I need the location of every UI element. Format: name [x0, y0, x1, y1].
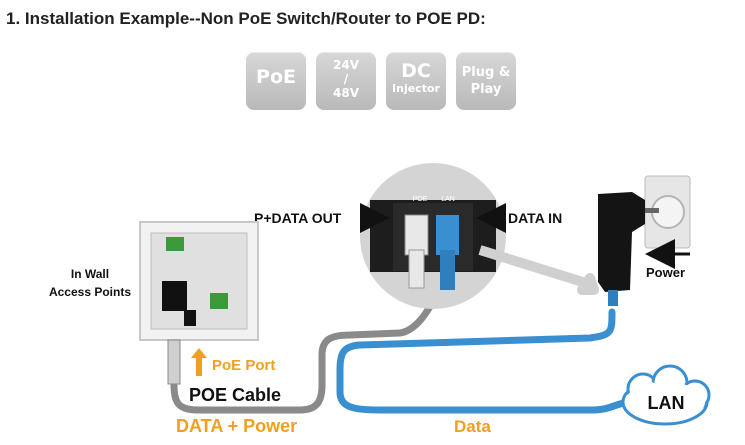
lan-label: LAN [648, 393, 685, 413]
power-label: Power [646, 265, 685, 280]
data-cable [336, 308, 632, 414]
poe-port-label: POE [413, 196, 428, 203]
installation-diagram: POE LAN P+DATA OUT DATA IN Power In Wall… [49, 163, 711, 436]
dc-injector-tile: DC Injector [386, 52, 446, 110]
voltage-tile: 24V / 48V [316, 52, 376, 110]
page-heading: 1. Installation Example--Non PoE Switch/… [6, 9, 486, 28]
lan-port-plug [436, 215, 459, 255]
voltage-tile-line2: / [343, 72, 349, 86]
adapter-prong [645, 208, 659, 213]
ap-green-terminal-bottom [210, 293, 228, 309]
ap-green-terminal-top [166, 237, 184, 251]
data-power-label: DATA + Power [176, 416, 297, 436]
dc-tile-line2: Injector [392, 82, 440, 95]
lan-plug-tail [440, 250, 455, 290]
ap-ethernet-plug [167, 339, 181, 385]
poe-port-arrow [191, 348, 207, 376]
zoom-pointer-arrow [478, 245, 599, 295]
ap-small-port [184, 310, 196, 326]
poe-port-label-text: PoE Port [212, 357, 275, 374]
poe-cable [170, 286, 444, 414]
poe-tile-text: PoE [256, 66, 296, 88]
data-in-label: DATA IN [508, 210, 562, 226]
poe-cable-label: POE Cable [189, 385, 281, 405]
feature-tiles: PoE 24V / 48V DC Injector Plug & Play [246, 52, 521, 112]
lan-port-label: LAN [441, 196, 455, 203]
data-label: Data [454, 417, 491, 436]
voltage-tile-line3: 48V [333, 86, 359, 100]
ap-center-port [162, 281, 187, 311]
power-adapter [598, 192, 645, 292]
ap-label-line1: In Wall [71, 267, 109, 281]
p-data-out-label: P+DATA OUT [254, 210, 342, 226]
ap-label-line2: Access Points [49, 285, 131, 299]
lan-cloud [621, 364, 711, 426]
plug-play-tile: Plug & Play [456, 52, 516, 110]
dc-tile-line1: DC [401, 60, 431, 82]
adapter-connector [608, 290, 618, 306]
poe-plug-tail [408, 249, 425, 289]
plug-tile-line2: Play [470, 82, 502, 97]
poe-port-plug [404, 214, 429, 256]
voltage-tile-line1: 24V [333, 58, 359, 72]
poe-tile: PoE [246, 52, 306, 110]
plug-tile-line1: Plug & [461, 65, 511, 80]
